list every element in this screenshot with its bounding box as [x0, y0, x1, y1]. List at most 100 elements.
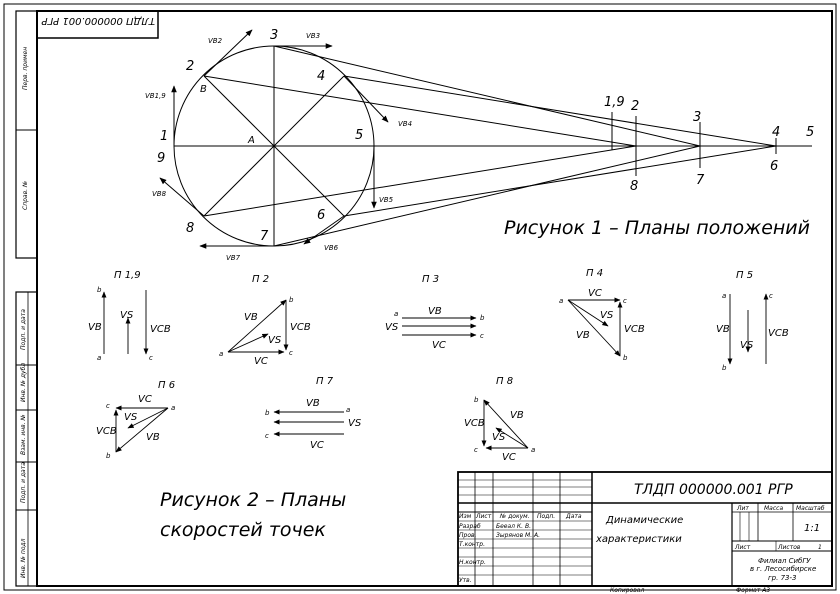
plan-5-label-vb: VB — [716, 324, 730, 335]
plan-2-label-vb: VB — [244, 312, 258, 323]
plan-7-title: П 7 — [316, 376, 334, 387]
diameter-4-8 — [203, 75, 345, 217]
org-line-2: в г. Лесосибирске — [750, 565, 816, 573]
plan-3-label-c: c — [480, 332, 484, 340]
side-label-inv-podl: Инв. № подл — [20, 538, 27, 578]
plan-6-label-b: b — [106, 452, 111, 460]
plan-2 — [227, 299, 289, 355]
org-line-1: Филиал СибГУ — [758, 557, 811, 565]
plan-6-label-c: c — [106, 402, 110, 410]
plan-4-label-c: c — [623, 297, 627, 305]
sheets-label: Листов — [777, 544, 801, 551]
point-label-6: 6 — [317, 208, 325, 223]
plan-6-label-vb: VB — [146, 432, 160, 443]
plan-5-label-a: a — [722, 292, 726, 300]
role-nkontr: Н.контр. — [459, 559, 486, 566]
stamp-code-rotated: ТЛДП 000000.001 РГР — [41, 15, 155, 26]
figure-2-caption-line-2: скоростей точек — [160, 519, 326, 541]
plan-19-label-vs: VS — [120, 310, 134, 321]
plan-3-label-vc: VC — [432, 340, 446, 351]
velocity-label-vb3: VB3 — [306, 32, 320, 40]
plan-4-label-a: a — [559, 297, 563, 305]
velocity-label-vb7: VB7 — [226, 254, 241, 262]
plan-3-title: П 3 — [422, 274, 439, 285]
plan-7-label-vb: VB — [306, 398, 320, 409]
role-tkontr: Т.контр. — [459, 541, 485, 548]
rod-3 — [273, 45, 701, 147]
mass-label: Масса — [764, 505, 783, 512]
plan-6-label-vcb: VCB — [96, 426, 117, 437]
header-dokum: № докум. — [499, 513, 530, 520]
velocity-label-vb2: VB2 — [208, 37, 223, 45]
rod-6 — [343, 145, 777, 217]
plan-2-label-vcb: VCB — [290, 322, 311, 333]
header-data: Дата — [565, 513, 582, 520]
plan-4-label-vcb: VCB — [624, 324, 645, 335]
format-label: Формат А3 — [736, 587, 770, 594]
velocity-label-vb6: VB6 — [324, 244, 339, 252]
velocity-label-vb5: VB5 — [379, 196, 394, 204]
side-labels: Перв. примен Справ. № Подп. и дата Инв. … — [20, 47, 29, 578]
plan-5-label-vs: VS — [740, 340, 754, 351]
rod-8 — [203, 145, 637, 217]
point-label-9: 9 — [157, 151, 165, 166]
doc-code: ТЛДП 000000.001 РГР — [634, 482, 793, 498]
side-label-sprav: Справ. № — [22, 181, 29, 210]
plan-3 — [402, 315, 477, 338]
plan-2-title: П 2 — [252, 274, 269, 285]
plan-5-label-c: c — [769, 292, 773, 300]
plan-7-label-a: a — [346, 406, 350, 414]
title-block — [457, 471, 833, 587]
name-developer: Бееал К. В. — [496, 523, 531, 530]
crank-point-label-b: B — [200, 84, 207, 95]
plan-8-label-b: b — [474, 396, 479, 404]
plan-7-label-c: c — [265, 432, 269, 440]
point-label-1: 1 — [160, 129, 168, 144]
plan-2-label-b: b — [289, 296, 294, 304]
rod-2 — [203, 75, 637, 147]
plan-3-label-a: a — [394, 310, 398, 318]
plan-7 — [273, 409, 344, 437]
slider-mark-label-6: 6 — [770, 159, 778, 174]
plan-19-label-b: b — [97, 286, 102, 294]
plan-6-label-vc: VC — [138, 394, 152, 405]
sheets-value: 1 — [818, 544, 822, 551]
plan-2-label-a: a — [219, 350, 223, 358]
role-utv: Утв. — [459, 577, 472, 584]
point-label-3: 3 — [270, 28, 278, 43]
plan-8-label-vb: VB — [510, 410, 524, 421]
slider-mark-label-5: 5 — [806, 125, 814, 140]
copied-label: Копировал — [610, 587, 644, 594]
slider-mark-label-8: 8 — [630, 179, 638, 194]
plan-2-label-vc: VC — [254, 356, 268, 367]
plan-4-label-vb: VB — [576, 330, 590, 341]
role-prov: Пров. — [459, 532, 477, 539]
plan-7-label-b: b — [265, 409, 270, 417]
lit-label: Лит — [736, 505, 749, 512]
side-label-inv-dubl: Инв. № дубл — [20, 363, 27, 402]
sheet-frame — [3, 3, 837, 591]
vb4-arrow — [343, 75, 389, 123]
vb8-arrow — [159, 177, 205, 217]
plan-6 — [113, 405, 169, 453]
plan-19-title: П 1,9 — [114, 270, 141, 281]
title-block-text: ТЛДП 000000.001 РГР Изм Лист № докум. По… — [459, 482, 825, 594]
plan-8-label-c: c — [474, 446, 478, 454]
rod-7 — [273, 145, 701, 247]
header-podp: Подп. — [537, 513, 555, 520]
header-izm: Изм — [459, 513, 472, 520]
plan-2-label-c: c — [289, 349, 293, 357]
plan-8-label-vc: VC — [502, 452, 516, 463]
slider-mark-label-19: 1,9 — [604, 95, 625, 110]
side-label-podp-data-2: Подп. и дата — [20, 462, 27, 503]
role-razrab: Разраб — [459, 523, 481, 530]
plan-19 — [101, 290, 149, 355]
slider-mark-label-4: 4 — [772, 125, 780, 140]
name-checker: Зырянов М. А. — [496, 532, 540, 539]
plan-19-label-vcb: VCB — [150, 324, 171, 335]
slider-mark-label-3: 3 — [693, 110, 701, 125]
plan-7-label-vc: VC — [310, 440, 324, 451]
plan-19-label-c: c — [149, 354, 153, 362]
plan-6-label-vs: VS — [124, 412, 138, 423]
figure-2-velocity-plans — [101, 290, 769, 453]
